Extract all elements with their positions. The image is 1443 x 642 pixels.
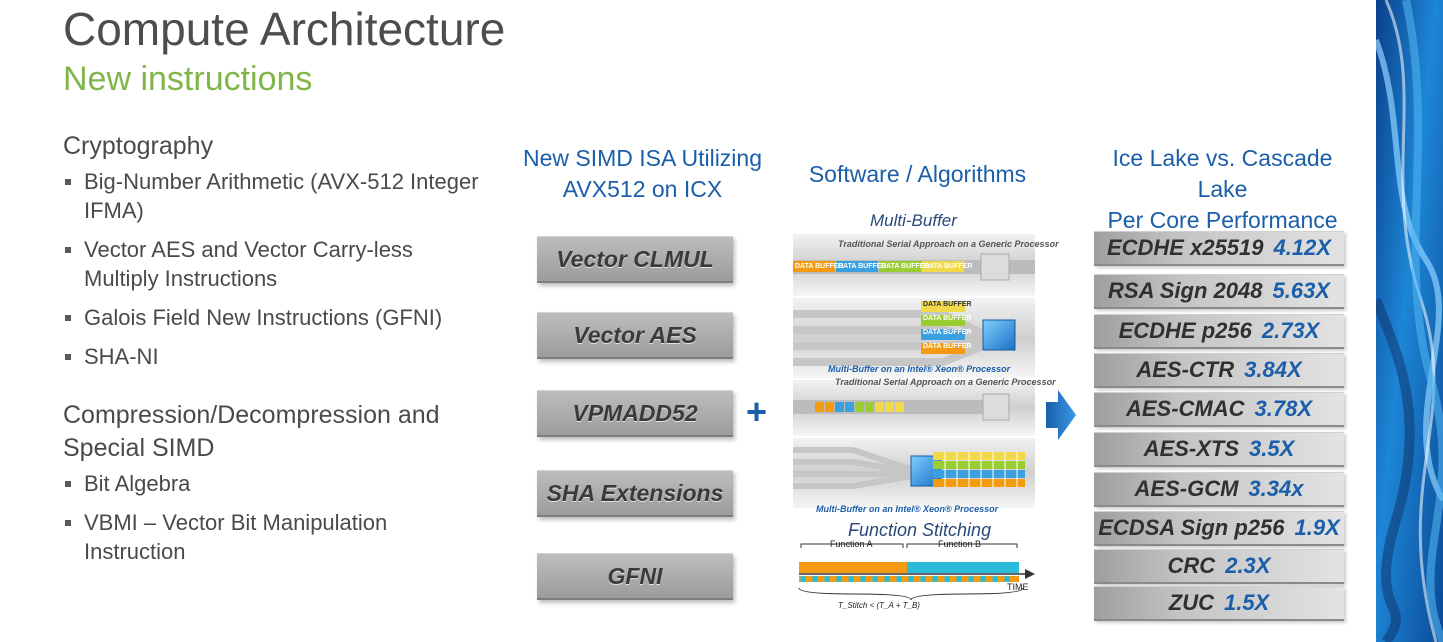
data-buffer-block [921,315,965,326]
stitch-formula: T_Stitch < (T_A + T_B) [838,601,920,610]
section-compression: Compression/Decompression and Special SI… [63,399,493,566]
decorative-wave-stripe [1376,0,1443,642]
isa-item-vpmadd52: VPMADD52 [537,390,733,437]
time-label: TIME [1007,582,1029,592]
perf-item-aes-xts: AES-XTS 3.5X [1094,432,1344,467]
perf-name: AES-CMAC [1125,396,1245,421]
isa-item-gfni: GFNI [537,553,733,600]
perf-value: 2.73X [1261,318,1320,343]
bullet-item: Galois Field New Instructions (GFNI) [63,303,493,332]
perf-name: AES-XTS [1143,436,1240,461]
data-buffer-text: DATA BUFFER [838,263,887,270]
perf-item-ecdsa-sign-p256: ECDSA Sign p256 1.9X [1094,511,1344,546]
section-heading: Compression/Decompression and Special SI… [63,401,440,462]
bullet-list: Big-Number Arithmetic (AVX-512 Integer I… [63,167,493,371]
perf-value: 4.12X [1273,235,1332,260]
bullet-list: Bit Algebra VBMI – Vector Bit Manipulati… [63,469,493,566]
perf-name: CRC [1167,553,1216,578]
perf-item-aes-ctr: AES-CTR 3.84X [1094,353,1344,388]
perf-item-ecdhe-p256: ECDHE p256 2.73X [1094,314,1344,349]
parallel-blocks [933,452,1025,487]
section-heading: Cryptography [63,132,214,160]
data-buffer-block [921,301,965,312]
lane-blocks [815,402,904,412]
function-b-bar [907,562,1019,573]
isa-column-header: New SIMD ISA Utilizing AVX512 on ICX [520,143,765,205]
bullet-item: Vector AES and Vector Carry-less Multipl… [63,235,493,293]
data-buffer-text: DATA BUFFER [923,301,972,308]
perf-item-aes-gcm: AES-GCM 3.34x [1094,472,1344,507]
isa-item-vector-clmul: Vector CLMUL [537,236,733,283]
multi-buffer-diagram [793,234,1035,508]
data-buffer-text: DATA BUFFER [881,263,930,270]
processor-chip [982,319,1016,351]
section-cryptography: Cryptography Big-Number Arithmetic (AVX-… [63,130,493,371]
perf-value: 1.9X [1294,515,1340,540]
function-stitching-diagram [798,543,1035,601]
perf-item-ecdhe-x25519: ECDHE x25519 4.12X [1094,231,1344,266]
function-a-bar [799,562,907,573]
perf-item-crc: CRC 2.3X [1094,549,1344,584]
right-arrow-icon [1046,390,1076,440]
serial-caption: Traditional Serial Approach on a Generic… [835,377,1056,387]
perf-item-rsa-sign-2048: RSA Sign 2048 5.63X [1094,274,1344,309]
perf-value: 1.5X [1223,590,1270,615]
function-a-label: Function A [830,539,873,549]
perf-name: AES-CTR [1136,357,1235,382]
bullet-item: Big-Number Arithmetic (AVX-512 Integer I… [63,167,493,225]
data-buffer-block [921,343,965,354]
perf-value: 3.5X [1249,436,1295,461]
perf-name: RSA Sign 2048 [1108,278,1263,303]
function-b-label: Function B [938,539,982,549]
bullet-item: SHA-NI [63,342,493,371]
time-arrow-icon [1025,569,1035,579]
perf-value: 3.78X [1254,396,1313,421]
processor-chip [982,393,1010,421]
perf-item-zuc: ZUC 1.5X [1094,586,1344,621]
bullet-item: VBMI – Vector Bit Manipulation Instructi… [63,508,493,566]
perf-name: AES-GCM [1134,476,1239,501]
data-buffer-text: DATA BUFFER [795,263,844,270]
multibuffer-caption: Multi-Buffer on an Intel® Xeon® Processo… [828,364,1011,374]
perf-value: 3.34x [1248,476,1304,501]
perf-column-header: Ice Lake vs. Cascade Lake Per Core Perfo… [1090,143,1355,236]
perf-header-line1: Ice Lake vs. Cascade Lake [1112,145,1333,202]
data-buffer-text: DATA BUFFER [924,263,973,270]
perf-header-line2: Per Core Performance [1107,207,1338,233]
data-buffer-block [921,329,965,340]
data-buffer-block [836,261,878,272]
perf-name: ECDSA Sign p256 [1098,515,1285,540]
left-content: Cryptography Big-Number Arithmetic (AVX-… [63,130,493,576]
function-stitching-label: Function Stitching [848,520,992,540]
serial-caption: Traditional Serial Approach on a Generic… [838,239,1059,249]
multibuffer-caption: Multi-Buffer on an Intel® Xeon® Processo… [816,504,999,514]
data-buffer-block [922,261,964,272]
perf-name: ECDHE x25519 [1106,235,1264,260]
isa-header-line2: AVX512 on ICX [562,176,723,202]
plus-icon: + [746,391,768,432]
bullet-item: Bit Algebra [63,469,493,498]
data-buffer-block [793,261,835,272]
isa-item-vector-aes: Vector AES [537,312,733,359]
slide-title: Compute Architecture [63,3,506,55]
data-buffer-text: DATA BUFFER [923,315,972,322]
multi-buffer-label: Multi-Buffer [870,211,957,230]
data-buffer-block [879,261,921,272]
isa-header-line1: New SIMD ISA Utilizing [522,145,762,171]
data-buffer-text: DATA BUFFER [923,343,972,350]
perf-value: 3.84X [1244,357,1302,382]
perf-value: 5.63X [1272,278,1330,303]
data-buffer-text: DATA BUFFER [923,329,972,336]
perf-value: 2.3X [1225,553,1271,578]
processor-chip [980,253,1010,281]
slide-subtitle: New instructions [63,60,313,98]
perf-item-aes-cmac: AES-CMAC 3.78X [1094,392,1344,427]
perf-name: ZUC [1168,590,1214,615]
software-column-header: Software / Algorithms [808,161,1027,187]
perf-name: ECDHE p256 [1118,318,1252,343]
isa-item-sha-extensions: SHA Extensions [537,470,733,517]
